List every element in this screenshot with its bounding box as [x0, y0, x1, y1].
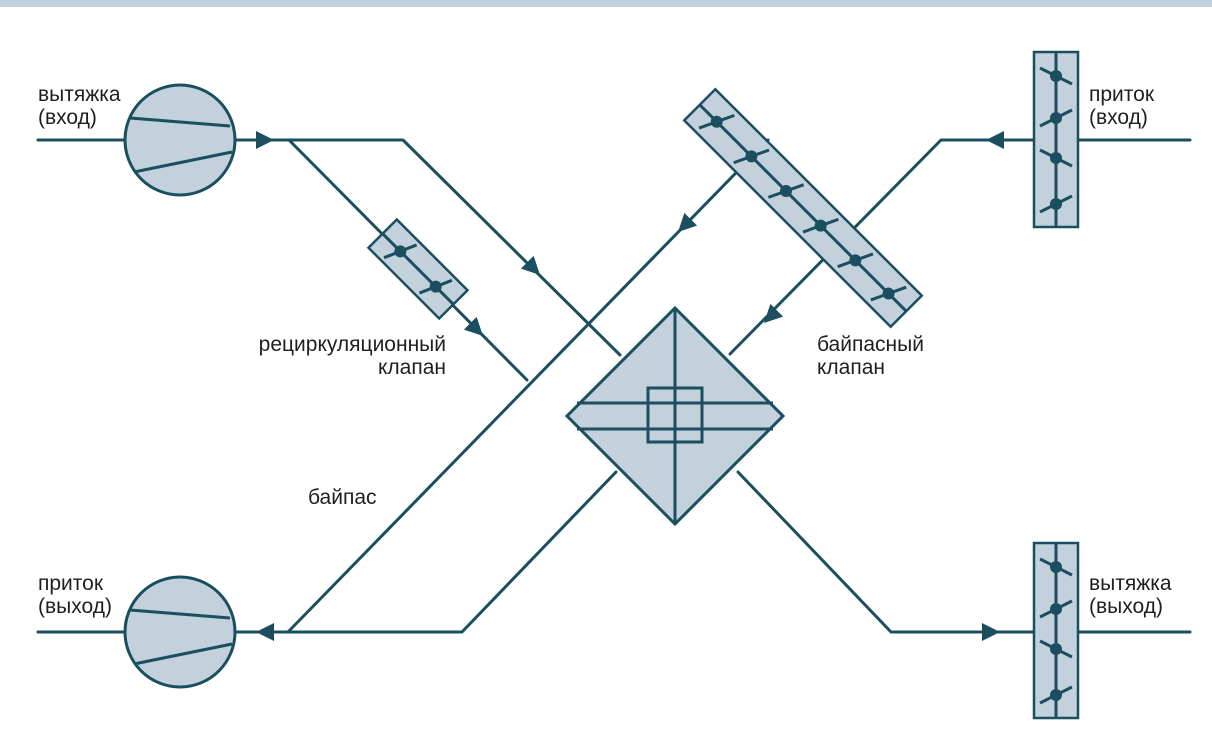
label-supply-out: приток(выход) [38, 572, 112, 618]
exhaust-inlet-duct [36, 138, 622, 357]
top-band [0, 0, 1212, 7]
exhaust-outlet-damper-icon [1032, 541, 1080, 720]
recirculation-damper-icon [366, 217, 470, 321]
bypass-damper-icon [682, 87, 924, 329]
fan-exhaust-icon [123, 83, 237, 197]
fan-supply-icon [123, 575, 237, 689]
flow-arrow-icon [986, 131, 1004, 149]
flow-arrow-icon [463, 316, 483, 336]
heat-exchanger-icon [564, 305, 786, 527]
flow-arrow-icon [256, 131, 274, 149]
flow-arrow-icon [764, 303, 784, 323]
flow-arrow-icon [256, 623, 274, 641]
supply-inlet-damper-icon [1032, 50, 1080, 229]
supply-outlet-duct [36, 470, 618, 634]
label-supply-in: приток(вход) [1089, 83, 1155, 129]
label-bypass: байпас [308, 486, 377, 509]
flow-arrow-icon [982, 623, 1000, 641]
label-exhaust-in: вытяжка(вход) [38, 83, 121, 129]
label-exhaust-out: вытяжка(выход) [1089, 572, 1172, 618]
